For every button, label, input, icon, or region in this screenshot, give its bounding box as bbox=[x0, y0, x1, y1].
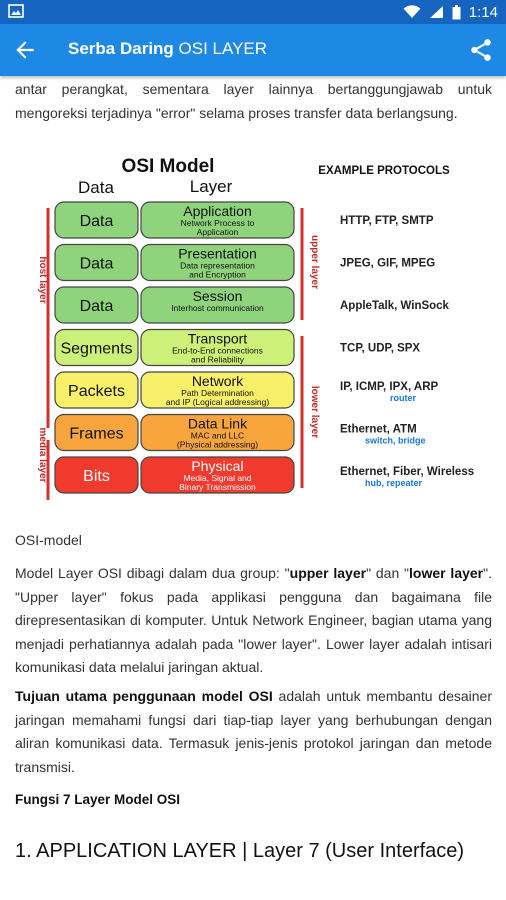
layer-description: Application bbox=[197, 227, 239, 237]
figure-col-layer: Layer bbox=[190, 177, 233, 196]
app-name: Serba Daring bbox=[68, 39, 174, 58]
layer-name: Network bbox=[192, 373, 244, 389]
status-bar: 1:14 bbox=[0, 0, 506, 24]
arrow-left-icon[interactable] bbox=[12, 37, 38, 63]
layer-box bbox=[140, 413, 295, 452]
data-unit-label: Frames bbox=[69, 426, 123, 443]
bold-text-run: upper layer bbox=[289, 565, 367, 581]
layer-description: and IP (Logical addressing) bbox=[166, 397, 269, 407]
layer-name: Transport bbox=[188, 331, 248, 347]
clock-time: 1:14 bbox=[468, 3, 498, 21]
share-icon[interactable] bbox=[468, 37, 494, 63]
host-layer-label: host layer bbox=[37, 256, 48, 303]
section-heading-application-layer: 1. APPLICATION LAYER | Layer 7 (User Int… bbox=[15, 840, 465, 862]
signal-icon bbox=[429, 5, 444, 19]
layer-description: MAC and LLC bbox=[191, 431, 244, 441]
protocol-label: Ethernet, ATM bbox=[340, 424, 417, 436]
paragraph-purpose: Tujuan utama penggunaan model OSI adalah… bbox=[15, 685, 492, 779]
figure-protocols-header: EXAMPLE PROTOCOLS bbox=[318, 165, 450, 177]
data-unit-box bbox=[54, 286, 139, 324]
layer-name: Session bbox=[193, 288, 243, 304]
device-label: router bbox=[390, 393, 417, 403]
layer-description: and Encryption bbox=[189, 270, 246, 280]
wifi-icon bbox=[403, 5, 421, 19]
bold-text-run: lower layer bbox=[409, 565, 484, 581]
layer-name: Physical bbox=[191, 458, 243, 474]
protocol-label: TCP, UDP, SPX bbox=[340, 343, 420, 355]
layer-box bbox=[140, 456, 295, 494]
layer-name: Application bbox=[183, 203, 252, 219]
layer-box bbox=[140, 328, 295, 367]
intro-paragraph: antar perangkat, sementara layer lainnya… bbox=[15, 81, 492, 121]
text-run: Model Layer OSI dibagi dalam dua group: … bbox=[15, 565, 290, 581]
data-unit-box bbox=[54, 456, 139, 494]
osi-model-figure: OSI Model Data Layer EXAMPLE PROTOCOLS h… bbox=[20, 150, 490, 563]
layer-description: Binary Transmission bbox=[179, 482, 256, 492]
text-run: " dan " bbox=[366, 565, 410, 581]
layer-description: Interhost communication bbox=[171, 303, 264, 313]
data-unit-label: Data bbox=[80, 298, 114, 315]
protocol-label: AppleTalk, WinSock bbox=[340, 300, 450, 312]
image-icon bbox=[8, 4, 24, 18]
data-unit-label: Packets bbox=[68, 383, 125, 400]
protocol-label: IP, ICMP, IPX, ARP bbox=[340, 381, 439, 393]
upper-layer-label: upper layer bbox=[309, 235, 320, 289]
text-run: ". "Upper layer" fokus pada applikasi pe… bbox=[15, 565, 492, 675]
section-heading-fungsi: Fungsi 7 Layer Model OSI bbox=[15, 792, 181, 807]
article-content[interactable]: antar perangkat, sementara layer lainnya… bbox=[0, 76, 506, 900]
layer-description: Data representation bbox=[180, 261, 255, 271]
bold-text-run: Tujuan utama penggunaan model OSI bbox=[15, 688, 273, 704]
battery-icon bbox=[452, 4, 461, 20]
device-label: switch, bridge bbox=[365, 436, 426, 446]
data-unit-label: Segments bbox=[60, 341, 132, 358]
protocol-label: HTTP, FTP, SMTP bbox=[340, 215, 434, 227]
text-run: adalah untuk membantu desainer jaringan … bbox=[15, 688, 492, 775]
layer-box bbox=[140, 201, 295, 239]
page-title-text: OSI LAYER bbox=[178, 39, 268, 58]
layer-box bbox=[140, 286, 295, 324]
data-unit-box bbox=[54, 328, 139, 367]
layer-name: Data Link bbox=[188, 416, 248, 432]
layer-description: (Physical addressing) bbox=[177, 440, 258, 450]
app-bar: Serba Daring OSI LAYER bbox=[0, 24, 506, 76]
layer-description: End-to-End connections bbox=[172, 346, 263, 356]
media-layer-label: media layer bbox=[37, 427, 48, 482]
figure-col-data: Data bbox=[78, 178, 114, 197]
layer-description: and Reliability bbox=[191, 355, 245, 365]
data-unit-label: Data bbox=[80, 213, 114, 230]
figure-caption: OSI-model bbox=[15, 532, 82, 548]
layer-name: Presentation bbox=[178, 246, 257, 262]
lower-layer-label: lower layer bbox=[309, 386, 320, 438]
layer-description: Path Determination bbox=[181, 388, 254, 398]
data-unit-label: Bits bbox=[83, 468, 110, 485]
paragraph-upper-lower: Model Layer OSI dibagi dalam dua group: … bbox=[15, 562, 492, 680]
layer-description: Media, Signal and bbox=[183, 473, 251, 483]
layer-description: Network Process to bbox=[181, 218, 255, 228]
layer-box bbox=[140, 243, 295, 282]
figure-title: OSI Model bbox=[122, 156, 215, 177]
data-unit-box bbox=[54, 201, 139, 239]
data-unit-box bbox=[54, 243, 139, 282]
layer-box bbox=[140, 371, 295, 409]
data-unit-box bbox=[54, 413, 139, 452]
device-label: hub, repeater bbox=[365, 478, 423, 488]
data-unit-box bbox=[54, 371, 139, 409]
data-unit-label: Data bbox=[80, 256, 114, 273]
protocol-label: JPEG, GIF, MPEG bbox=[340, 258, 435, 270]
protocol-label: Ethernet, Fiber, Wireless bbox=[340, 466, 474, 478]
page-title: Serba Daring OSI LAYER bbox=[68, 39, 267, 59]
